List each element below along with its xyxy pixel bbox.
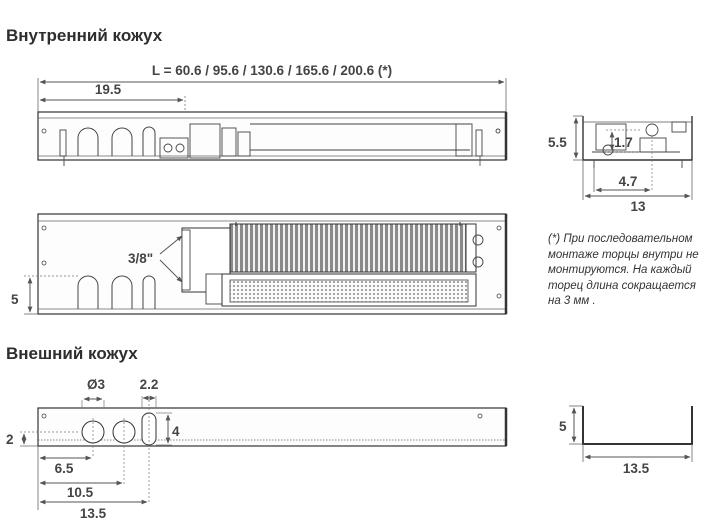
inner-top-view: 3/8" 5 [11, 213, 508, 315]
note-line: монтаже торцы внутри не [548, 248, 699, 261]
slot-width-label: 2.2 [140, 377, 159, 392]
pipe-size-label: 3/8" [128, 251, 153, 266]
outer-height-label: 5 [559, 419, 567, 434]
serial-mounting-note: (*) При последовательном монтаже торцы в… [548, 232, 716, 310]
offset-19-5-label: 19.5 [95, 82, 122, 97]
note-line: торец длина сокращается [548, 279, 696, 292]
dim-10-5-label: 10.5 [67, 485, 94, 500]
slot-offset-label: 5 [11, 292, 19, 307]
hole-diameter-label: Ø3 [87, 377, 106, 392]
dim-13-5-label: 13.5 [80, 506, 107, 521]
slot-height-label: 4 [172, 424, 180, 439]
inner-side-view: L = 60.6 / 95.6 / 130.6 / 165.6 / 200.6 … [37, 63, 508, 166]
inner-cross-section: 5.5 1.7 4.7 13 [548, 115, 693, 214]
note-line: монтируются. На каждый [548, 264, 692, 277]
heat-exchanger-side [159, 123, 501, 166]
note-line: на 3 мм . [548, 295, 596, 308]
dim-4-7-label: 4.7 [619, 174, 638, 189]
section-width-label: 13 [630, 199, 646, 214]
heat-exchanger-fins [229, 223, 467, 273]
dim-1-7-label: 1.7 [614, 135, 633, 150]
length-label: L = 60.6 / 95.6 / 130.6 / 165.6 / 200.6 … [152, 63, 392, 78]
outer-cross-section: 5 13.5 [559, 405, 693, 476]
fan-perforation [229, 279, 469, 303]
inner-casing-heading: Внутренний кожух [6, 26, 163, 45]
dim-6-5-label: 6.5 [55, 461, 74, 476]
length-dimension: L = 60.6 / 95.6 / 130.6 / 165.6 / 200.6 … [37, 63, 507, 112]
inner-side-body [37, 111, 507, 161]
hole-offset-label: 2 [6, 432, 14, 447]
outer-width-label: 13.5 [623, 461, 650, 476]
outer-side-view: Ø3 2.2 4 2 6.5 10.5 13.5 [6, 377, 508, 521]
outer-casing-heading: Внешний кожух [6, 344, 138, 363]
section-height-label: 5.5 [548, 135, 567, 150]
note-line: (*) При последовательном [548, 233, 693, 245]
